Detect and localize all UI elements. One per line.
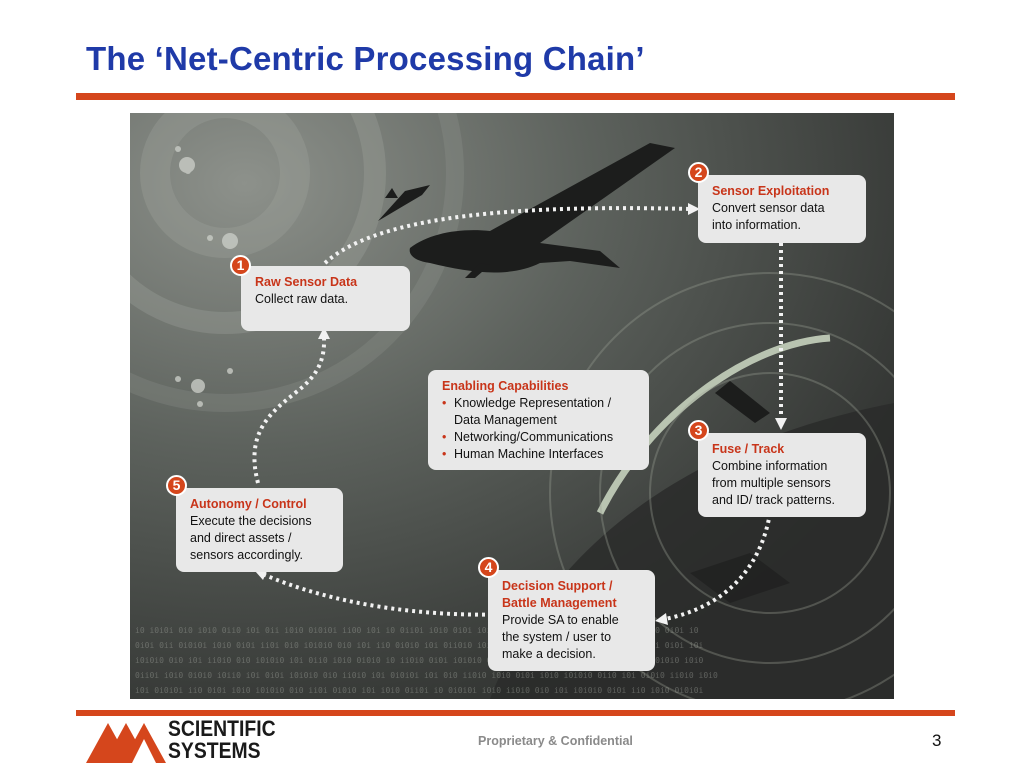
- step-heading: Raw Sensor Data: [255, 275, 358, 289]
- list-item: • Networking/Communications: [442, 429, 639, 446]
- scientific-systems-logo-icon: [86, 723, 166, 763]
- bullet-icon: •: [442, 447, 447, 461]
- step-number-badge: 4: [478, 557, 499, 578]
- step-number-badge: 1: [230, 255, 251, 276]
- step-card-autonomy-control: Autonomy / Control Execute the decisions…: [176, 488, 343, 572]
- step-description: make a decision.: [502, 647, 596, 661]
- step-card-decision-support: Decision Support / Battle Management Pro…: [488, 570, 655, 671]
- list-item-text: Networking/Communications: [454, 430, 614, 444]
- page-number: 3: [932, 731, 942, 750]
- svg-text:0i0i 0ii 0i0i0i i0i0 0i0i ii0i: 0i0i 0ii 0i0i0i i0i0 0i0i ii0i 0i0 i0i0i…: [135, 641, 704, 650]
- step-description: Collect raw data.: [255, 292, 349, 306]
- list-item-text: Data Management: [454, 413, 557, 427]
- step-heading: Fuse / Track: [712, 442, 785, 456]
- step-number-badge: 3: [688, 420, 709, 441]
- step-card-fuse-track: Fuse / Track Combine information from mu…: [698, 433, 866, 517]
- step-card-raw-sensor-data: Raw Sensor Data Collect raw data.: [241, 266, 410, 331]
- footer-confidential: Proprietary & Confidential: [478, 734, 633, 748]
- step-heading: Autonomy / Control: [190, 497, 307, 511]
- step-heading: Battle Management: [502, 596, 617, 610]
- step-description: and direct assets /: [190, 531, 292, 545]
- bullet-icon: •: [442, 396, 447, 410]
- step-description: Execute the decisions: [190, 514, 312, 528]
- step-description: into information.: [712, 218, 801, 232]
- capabilities-list: • Knowledge Representation / Data Manage…: [442, 395, 639, 463]
- slide-title: The ‘Net-Centric Processing Chain’: [86, 40, 645, 77]
- step-description: Convert sensor data: [712, 201, 825, 215]
- bullet-icon: •: [442, 430, 447, 444]
- list-item-text: Human Machine Interfaces: [454, 447, 604, 461]
- step-heading: Decision Support /: [502, 579, 613, 593]
- bottom-divider: [76, 710, 955, 716]
- step-number-badge: 2: [688, 162, 709, 183]
- list-item: • Human Machine Interfaces: [442, 446, 639, 463]
- step-description: and ID/ track patterns.: [712, 493, 835, 507]
- top-divider: [76, 93, 955, 100]
- step-description: Combine information: [712, 459, 828, 473]
- logo-wordmark: SCIENTIFIC SYSTEMS: [168, 718, 276, 762]
- list-item: • Knowledge Representation / Data Manage…: [442, 395, 639, 429]
- step-number-badge: 5: [166, 475, 187, 496]
- step-description: from multiple sensors: [712, 476, 831, 490]
- step-description: sensors accordingly.: [190, 548, 304, 562]
- enabling-capabilities-card: Enabling Capabilities • Knowledge Repres…: [428, 370, 649, 470]
- step-heading: Sensor Exploitation: [712, 184, 830, 198]
- step-card-sensor-exploitation: Sensor Exploitation Convert sensor data …: [698, 175, 866, 243]
- capabilities-heading: Enabling Capabilities: [442, 379, 569, 393]
- step-description: Provide SA to enable: [502, 613, 619, 627]
- logo-line-1: SCIENTIFIC: [168, 716, 276, 741]
- svg-text:0ii0i i0i0 0i0i0 i0ii0 i0i 0i0: 0ii0i i0i0 0i0i0 i0ii0 i0i 0i0i i0i0i0 0…: [135, 671, 718, 680]
- step-description: the system / user to: [502, 630, 612, 644]
- list-item-text: Knowledge Representation /: [454, 396, 612, 410]
- svg-text:i0 i0i0i 0i0 i0i0 0ii0 i0i 0ii: i0 i0i0i 0i0 i0i0 0ii0 i0i 0ii i0i0 0i0i…: [135, 626, 699, 635]
- logo-line-2: SYSTEMS: [168, 738, 261, 763]
- svg-text:i0i0i0 0i0 i0i ii0i0 0i0 i0i0i: i0i0i0 0i0 i0i ii0i0 0i0 i0i0i0 i0i 0ii0…: [135, 656, 704, 665]
- svg-text:i0i 0i0i0i ii0 0i0i i0i0 i0i0i: i0i 0i0i0i ii0 0i0i i0i0 i0i0i0 0i0 ii0i…: [135, 686, 704, 695]
